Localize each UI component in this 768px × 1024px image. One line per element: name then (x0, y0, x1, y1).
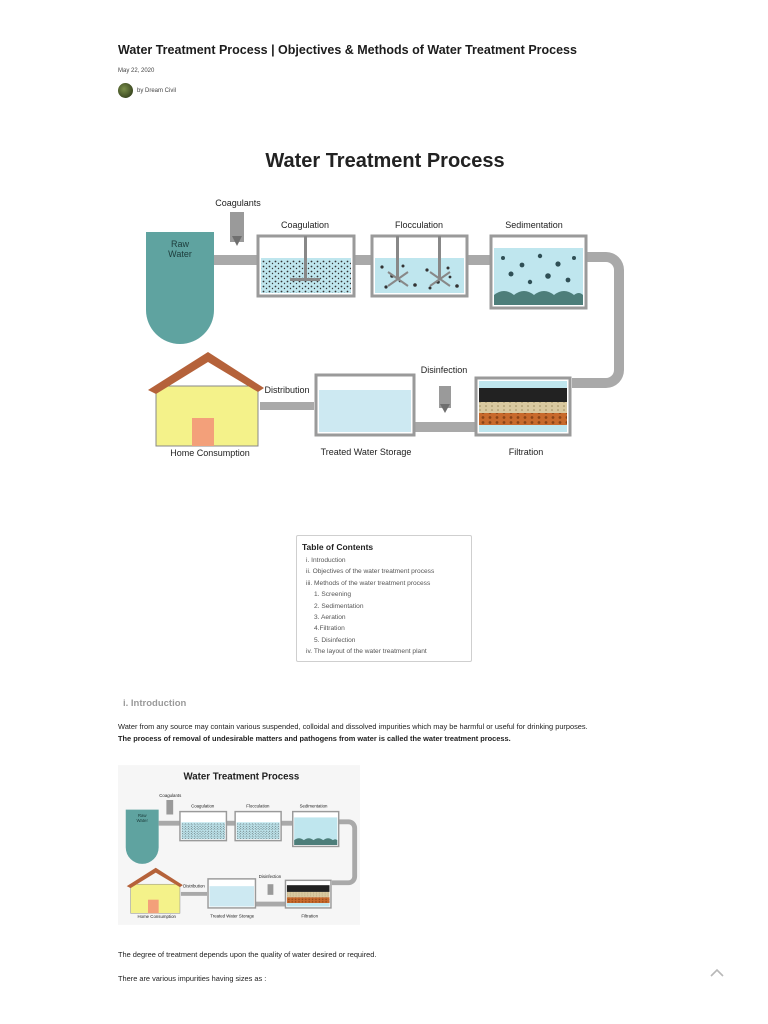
svg-text:Coagulation: Coagulation (281, 220, 329, 230)
svg-text:Treated Water Storage: Treated Water Storage (321, 447, 412, 457)
svg-text:Filtration: Filtration (509, 447, 544, 457)
svg-text:Treated Water Storage: Treated Water Storage (210, 914, 254, 919)
svg-text:Coagulants: Coagulants (215, 198, 261, 208)
author-byline[interactable]: by Dream Civil (118, 83, 176, 98)
table-of-contents: Table of Contents i. Introduction ii. Ob… (296, 535, 472, 662)
sedimentation-tank: Sedimentation (489, 220, 588, 310)
svg-text:Home Consumption: Home Consumption (138, 914, 177, 919)
svg-text:Sedimentation: Sedimentation (300, 804, 328, 809)
toc-item[interactable]: 2. Sedimentation (314, 602, 364, 610)
disinfection-feed: Disinfection (421, 365, 468, 413)
treated-water-storage: Treated Water Storage (314, 373, 416, 457)
toc-title: Table of Contents (302, 542, 374, 552)
svg-text:Coagulants: Coagulants (159, 793, 182, 798)
svg-text:Flocculation: Flocculation (395, 220, 443, 230)
publish-date: May 22, 2020 (118, 68, 155, 74)
toc-item[interactable]: i. Introduction (306, 557, 346, 564)
water-treatment-diagram: Water Treatment Process Coagulants Raw W… (146, 150, 624, 458)
impurities-paragraph: There are various impurities having size… (118, 974, 267, 983)
svg-text:Distribution: Distribution (183, 884, 205, 889)
svg-text:Disinfection: Disinfection (259, 874, 282, 879)
chevron-up-icon[interactable] (708, 966, 726, 980)
raw-water-tank: Raw Water (146, 232, 214, 344)
author-name: by Dream Civil (137, 87, 177, 94)
treatment-degree-paragraph: The degree of treatment depends upon the… (118, 950, 377, 959)
coagulation-tank: Coagulation (256, 220, 356, 298)
section-heading: i. Introduction (123, 698, 187, 709)
intro-paragraph: Water from any source may contain variou… (118, 722, 588, 731)
svg-text:Coagulation: Coagulation (191, 804, 215, 809)
water-treatment-diagram-small: Water Treatment Process Coagulants Raw W… (118, 765, 360, 925)
toc-item[interactable]: ii. Objectives of the water treatment pr… (306, 568, 435, 576)
svg-text:Raw: Raw (138, 813, 148, 818)
flocculation-tank: Flocculation (370, 220, 469, 298)
distribution-label: Distribution (264, 385, 309, 395)
toc-item[interactable]: 4.Filtration (314, 625, 345, 633)
svg-text:Flocculation: Flocculation (246, 804, 270, 809)
house: Home Consumption (148, 352, 264, 458)
svg-text:Disinfection: Disinfection (421, 365, 468, 375)
diagram-title: Water Treatment Process (265, 150, 504, 172)
svg-text:Water: Water (168, 249, 192, 259)
filtration-tank: Filtration (474, 376, 572, 457)
toc-item[interactable]: 5. Disinfection (314, 636, 356, 644)
article-title: Water Treatment Process | Objectives & M… (118, 43, 577, 57)
svg-text:Water Treatment Process: Water Treatment Process (184, 772, 300, 783)
toc-item[interactable]: 1. Screening (314, 591, 352, 599)
avatar (118, 83, 133, 98)
pipe-network (214, 252, 624, 432)
toc-item[interactable]: 3. Aeration (314, 614, 346, 622)
svg-text:Raw: Raw (171, 239, 190, 249)
coagulant-feed: Coagulants (215, 198, 261, 246)
toc-item[interactable]: iv. The layout of the water treatment pl… (306, 648, 427, 656)
toc-item[interactable]: iii. Methods of the water treatment proc… (306, 579, 431, 587)
intro-definition: The process of removal of undesirable ma… (118, 734, 511, 743)
svg-text:Filtration: Filtration (301, 914, 318, 919)
svg-text:Water: Water (136, 818, 148, 823)
svg-text:Home Consumption: Home Consumption (170, 448, 250, 458)
svg-text:Sedimentation: Sedimentation (505, 220, 563, 230)
